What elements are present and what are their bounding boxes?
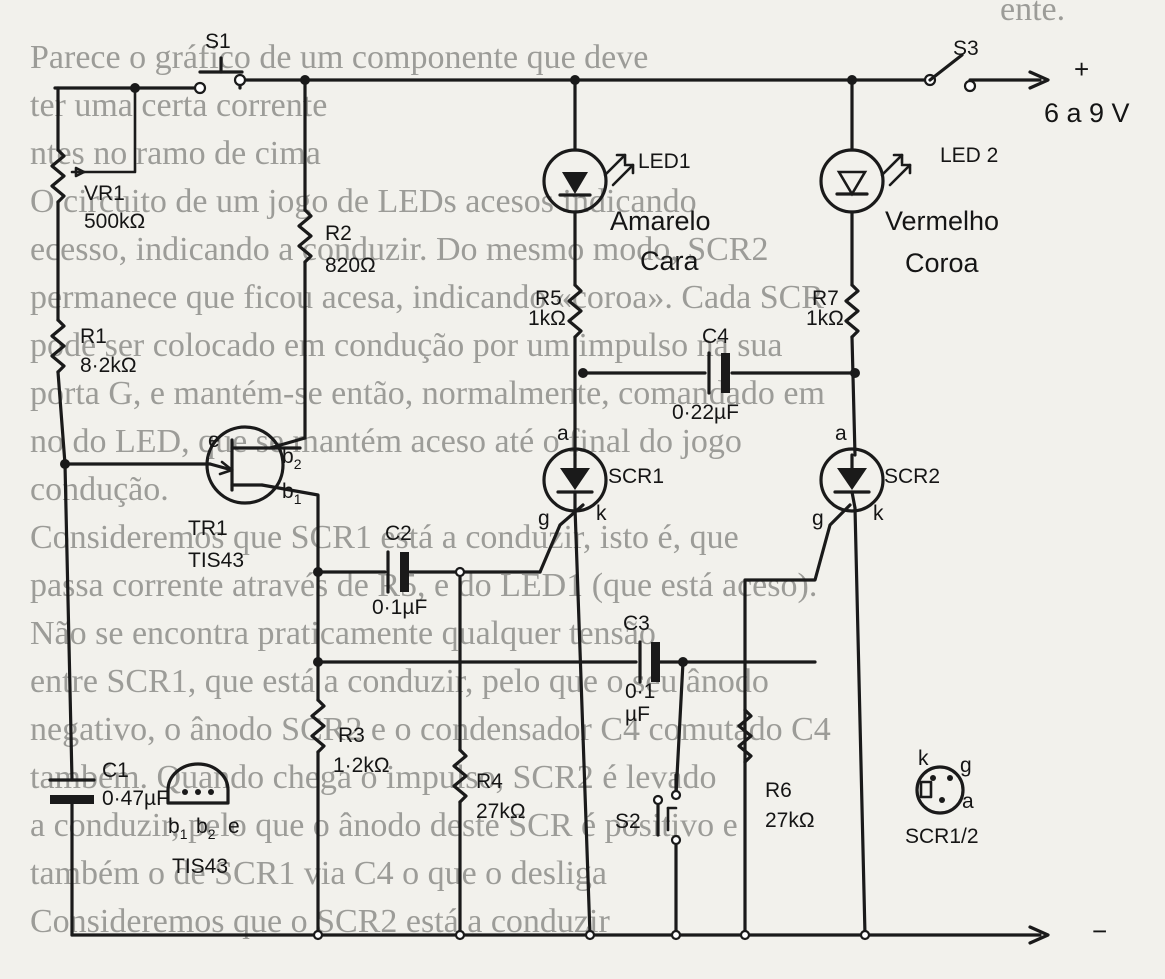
wires bbox=[50, 70, 1050, 945]
bleed-line: ter uma certa corrente bbox=[30, 87, 327, 124]
r2-label: R2 bbox=[325, 222, 352, 245]
c2-label: C2 bbox=[385, 522, 412, 545]
tr1-e-label: e bbox=[208, 429, 220, 452]
tr1-label: TR1 bbox=[188, 517, 228, 540]
scr2-cathode-label: k bbox=[873, 502, 884, 525]
r2-value: 820Ω bbox=[325, 254, 376, 277]
r1-value: 8·2kΩ bbox=[80, 354, 137, 377]
transistor-tr1 bbox=[205, 425, 302, 505]
r4-label: R4 bbox=[476, 770, 503, 793]
bleed-line: Consideremos que SCR1 está a conduzir, i… bbox=[30, 519, 739, 556]
bleed-line: pode ser colocado em condução por um imp… bbox=[30, 327, 783, 364]
r7-label: R7 bbox=[812, 287, 839, 310]
bleed-line: ntes no ramo de cima bbox=[30, 135, 321, 172]
junctions bbox=[60, 75, 871, 941]
scr1-label: SCR1 bbox=[608, 465, 664, 488]
scr-pinout-type-label: SCR1/2 bbox=[905, 825, 979, 848]
c3-value-1: 0·1 bbox=[625, 680, 655, 703]
capacitor-c2 bbox=[386, 550, 409, 594]
led2-label: LED 2 bbox=[940, 144, 998, 167]
scr-pinout bbox=[915, 765, 965, 815]
bleed-line: Não se encontra praticamente qualquer te… bbox=[30, 615, 656, 652]
bleed-line: a conduzir, pelo que o ânodo deste SCR é… bbox=[30, 807, 738, 844]
bleed-line: Parece o gráfico de um componente que de… bbox=[30, 39, 648, 76]
tis43-pinout bbox=[166, 762, 230, 805]
r3-label: R3 bbox=[338, 724, 365, 747]
scr-pin-k-label: k bbox=[918, 747, 929, 770]
pin-e-label: e bbox=[228, 815, 240, 838]
tr1-b2-label: b2 bbox=[282, 445, 302, 472]
r7-value: 1kΩ bbox=[806, 307, 844, 330]
switch-s1 bbox=[193, 56, 247, 95]
pinout-type-label: TIS43 bbox=[172, 855, 228, 878]
scr1-gate-label: g bbox=[538, 507, 550, 530]
vr1-label: VR1 bbox=[84, 182, 125, 205]
c1-label: C1 bbox=[102, 759, 129, 782]
capacitor-c3 bbox=[638, 640, 660, 684]
bleed-line: entre SCR1, que está a conduzir, pelo qu… bbox=[30, 663, 769, 700]
component-labels: S1 S3 + 6 a 9 V VR1 500kΩ R1 8·2kΩ R2 82… bbox=[80, 30, 1130, 946]
pin-b2-label: b2 bbox=[196, 815, 216, 842]
led2 bbox=[819, 148, 912, 214]
plus-label: + bbox=[1074, 54, 1089, 84]
s1-label: S1 bbox=[205, 30, 231, 53]
scr-pin-a-label: a bbox=[962, 790, 974, 813]
led1-side-label: Cara bbox=[640, 246, 700, 276]
r4-value: 27kΩ bbox=[476, 800, 526, 823]
bleed-through-text: ente. Parece o gráfico de um componente q… bbox=[30, 0, 1065, 940]
r5-label: R5 bbox=[535, 287, 562, 310]
r1-label: R1 bbox=[80, 325, 107, 348]
minus-label: − bbox=[1092, 916, 1107, 946]
bleed-line: ecesso, indicando a conduzir. Do mesmo m… bbox=[30, 231, 768, 268]
pin-b1-label: b1 bbox=[168, 815, 188, 842]
scr1 bbox=[542, 447, 608, 513]
led1 bbox=[542, 148, 635, 214]
bleed-line: também. Quando chega o impulso, SCR2 é l… bbox=[30, 759, 717, 796]
c4-value: 0·22µF bbox=[672, 401, 739, 424]
scr2-label: SCR2 bbox=[884, 465, 940, 488]
scr1-anode-label: a bbox=[557, 422, 569, 445]
r6-label: R6 bbox=[765, 779, 792, 802]
c2-value: 0·1µF bbox=[372, 596, 427, 619]
tr1-type: TIS43 bbox=[188, 549, 244, 572]
led1-label: LED1 bbox=[638, 150, 691, 173]
bleed-line: O circuito de um jogo de LEDs acesos ind… bbox=[30, 183, 697, 220]
led2-side-label: Coroa bbox=[905, 248, 980, 278]
capacitor-c4 bbox=[707, 351, 730, 395]
bleed-line: negativo, o ânodo SCR2 e o condensador C… bbox=[30, 711, 831, 748]
c3-label: C3 bbox=[623, 612, 650, 635]
switch-s3 bbox=[923, 53, 977, 93]
supply-label: 6 a 9 V bbox=[1044, 98, 1130, 128]
bleed-line: permanece que ficou acesa, indicando «co… bbox=[30, 279, 824, 316]
vr1-value: 500kΩ bbox=[84, 210, 145, 233]
r3-value: 1·2kΩ bbox=[333, 754, 390, 777]
s3-label: S3 bbox=[953, 37, 979, 60]
led2-color-label: Vermelho bbox=[885, 206, 999, 236]
capacitor-c1 bbox=[48, 778, 96, 804]
scr2 bbox=[819, 447, 885, 513]
bleed-line: condução. bbox=[30, 471, 169, 508]
bleed-line: no do LED, que se mantém aceso até o fin… bbox=[30, 423, 742, 460]
r5-value: 1kΩ bbox=[528, 307, 566, 330]
tr1-b1-label: b1 bbox=[282, 480, 302, 507]
scr-pin-g-label: g bbox=[960, 754, 972, 777]
c4-label: C4 bbox=[702, 325, 729, 348]
scr2-anode-label: a bbox=[835, 422, 847, 445]
r6-value: 27kΩ bbox=[765, 809, 815, 832]
c3-value-2: µF bbox=[625, 703, 650, 726]
led1-color-label: Amarelo bbox=[610, 206, 711, 236]
c1-value: 0·47µF bbox=[102, 787, 169, 810]
bleed-line: ente. bbox=[1000, 0, 1065, 28]
bleed-line: porta G, e mantém-se então, normalmente,… bbox=[30, 375, 825, 412]
s2-label: S2 bbox=[615, 810, 641, 833]
scr1-cathode-label: k bbox=[596, 502, 607, 525]
scr2-gate-label: g bbox=[812, 507, 824, 530]
